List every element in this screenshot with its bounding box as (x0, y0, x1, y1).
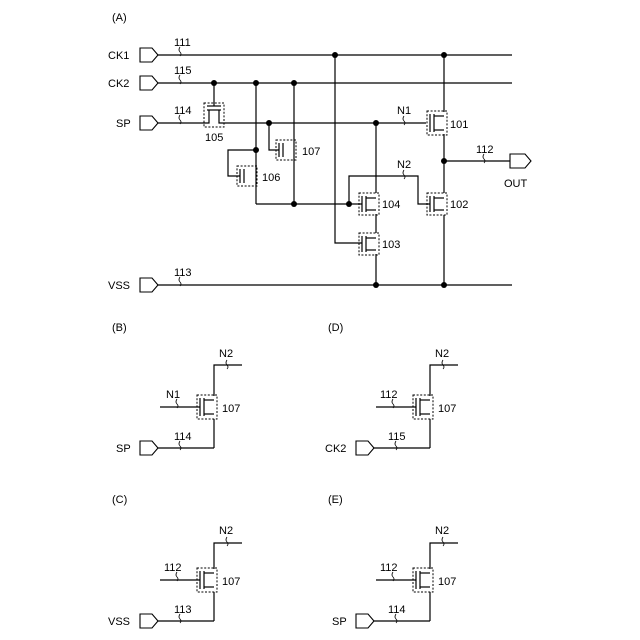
wire-111-label: 111 (174, 37, 191, 49)
transistor-107: 107 (269, 123, 320, 160)
panel-d-n2-label: N2 (435, 348, 449, 360)
vss-label: VSS (108, 280, 130, 292)
junction-dots (211, 52, 447, 288)
wire-112-label: 112 (476, 144, 494, 156)
transistor-103-label: 103 (382, 239, 400, 251)
out-label: OUT (504, 178, 528, 190)
panel-b-sp-label: SP (116, 443, 131, 455)
panel-d: (D) N2 112 107 CK2 115 (325, 322, 458, 455)
panel-e-112-label: 112 (380, 562, 398, 574)
n1-tick (403, 116, 405, 125)
transistor-102-label: 102 (450, 199, 468, 211)
transistor-102: 102 (427, 193, 468, 215)
panel-c-112-label: 112 (164, 562, 182, 574)
transistor-103: 103 (359, 233, 400, 255)
panel-c-107-label: 107 (222, 576, 240, 588)
panel-a: (A) CK1 CK2 SP VSS OUT 111 115 114 113 1… (108, 12, 531, 292)
panel-b-114-label: 114 (174, 431, 192, 443)
ck1-label: CK1 (108, 50, 129, 62)
panel-c-n2-label: N2 (219, 525, 233, 537)
transistor-106: 106 (228, 150, 280, 186)
transistor-105: 105 (204, 83, 228, 144)
panel-b-n2-label: N2 (219, 348, 233, 360)
transistor-105-label: 105 (205, 132, 223, 144)
panel-e-114-label: 114 (388, 604, 406, 616)
ck1-pin (140, 48, 158, 62)
panel-d-ck2-label: CK2 (325, 443, 346, 455)
panel-c-113-label: 113 (174, 604, 192, 616)
panel-e-sp-label: SP (332, 616, 347, 628)
panel-b-107-label: 107 (222, 403, 240, 415)
transistor-106-label: 106 (262, 172, 280, 184)
out-pin (510, 154, 531, 168)
panel-e: (E) N2 112 107 SP 114 (328, 494, 458, 628)
panel-label-c: (C) (112, 494, 127, 506)
n2-tick (403, 170, 405, 179)
panel-label-b: (B) (112, 322, 127, 334)
ck2-label: CK2 (108, 78, 129, 90)
wire-114-label: 114 (174, 105, 192, 117)
n1-label: N1 (397, 105, 411, 117)
panel-label-a: (A) (112, 12, 127, 24)
panel-d-107-label: 107 (438, 403, 456, 415)
panel-e-107-label: 107 (438, 576, 456, 588)
transistor-104: 104 (359, 193, 400, 215)
panel-c-vss-label: VSS (108, 616, 130, 628)
panel-label-d: (D) (328, 322, 343, 334)
panel-d-112-label: 112 (380, 389, 398, 401)
transistor-101-label: 101 (450, 119, 468, 131)
ck2-pin (140, 76, 158, 90)
panel-label-e: (E) (328, 494, 343, 506)
panel-b-n1-label: N1 (166, 389, 180, 401)
panel-e-n2-label: N2 (435, 525, 449, 537)
panel-b: (B) N2 N1 107 SP 114 (112, 322, 242, 455)
transistor-107-label: 107 (302, 146, 320, 158)
sp-label: SP (116, 118, 131, 130)
sp-pin (140, 116, 158, 130)
n2-label: N2 (397, 159, 411, 171)
vss-pin (140, 278, 158, 292)
wire-113-label: 113 (174, 267, 192, 279)
panel-d-115-label: 115 (388, 431, 406, 443)
transistor-101: 101 (427, 111, 468, 135)
transistor-104-label: 104 (382, 199, 400, 211)
wire-115-label: 115 (174, 65, 192, 77)
panel-c: (C) N2 112 107 VSS 113 (108, 494, 242, 628)
